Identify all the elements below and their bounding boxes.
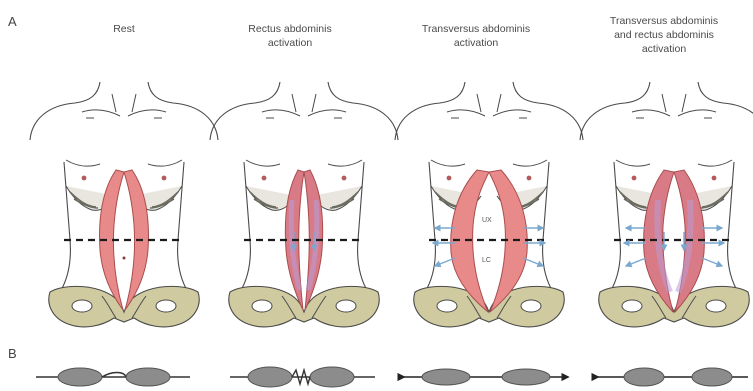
- label-lower-inner: LC: [482, 257, 491, 264]
- figure-transversus-activation: UX LC: [395, 82, 583, 327]
- cross-section-combined-activation: [598, 368, 748, 386]
- label-upper-inner: UX: [482, 217, 492, 224]
- cross-section-rectus-activation: [230, 367, 375, 387]
- cross-section-rest: [36, 368, 190, 386]
- figure-rest: [30, 82, 218, 327]
- figure-combined-activation: [580, 82, 753, 327]
- figure-rectus-activation: [210, 82, 398, 327]
- cross-section-transversus-activation: [404, 369, 568, 385]
